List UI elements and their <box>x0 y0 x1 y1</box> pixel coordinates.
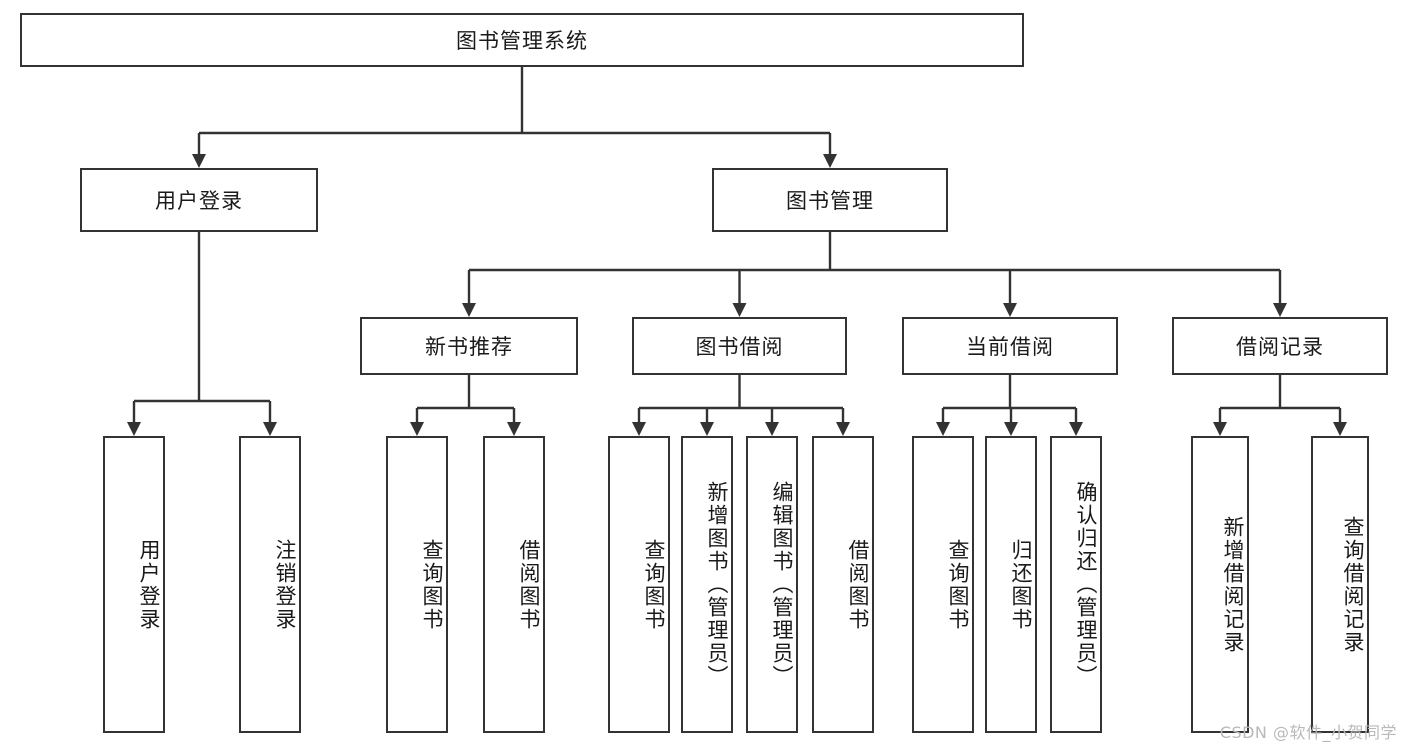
watermark: CSDN @软件_小贺同学 <box>1219 723 1397 742</box>
leaf-query-borrow-record[interactable]: 查询借阅记录 <box>1311 436 1369 733</box>
node-user-login[interactable]: 用户登录 <box>80 168 318 232</box>
leaf-logout[interactable]: 注销登录 <box>239 436 301 733</box>
node-new-book-recommend[interactable]: 新书推荐 <box>360 317 578 375</box>
node-current-borrow[interactable]: 当前借阅 <box>902 317 1118 375</box>
leaf-query-book-borrow[interactable]: 查询图书 <box>608 436 670 733</box>
leaf-add-book-admin[interactable]: 新增图书（管理员） <box>681 436 733 733</box>
leaf-user-login[interactable]: 用户登录 <box>103 436 165 733</box>
leaf-confirm-return-admin[interactable]: 确认归还（管理员） <box>1050 436 1102 733</box>
node-root[interactable]: 图书管理系统 <box>20 13 1024 67</box>
node-book-management[interactable]: 图书管理 <box>712 168 948 232</box>
node-borrow-record[interactable]: 借阅记录 <box>1172 317 1388 375</box>
leaf-query-book-recommend[interactable]: 查询图书 <box>386 436 448 733</box>
leaf-query-book-current[interactable]: 查询图书 <box>912 436 974 733</box>
node-book-borrow[interactable]: 图书借阅 <box>632 317 847 375</box>
leaf-add-borrow-record[interactable]: 新增借阅记录 <box>1191 436 1249 733</box>
leaf-borrow-book-recommend[interactable]: 借阅图书 <box>483 436 545 733</box>
leaf-edit-book-admin[interactable]: 编辑图书（管理员） <box>746 436 798 733</box>
leaf-return-book[interactable]: 归还图书 <box>985 436 1037 733</box>
leaf-borrow-book[interactable]: 借阅图书 <box>812 436 874 733</box>
